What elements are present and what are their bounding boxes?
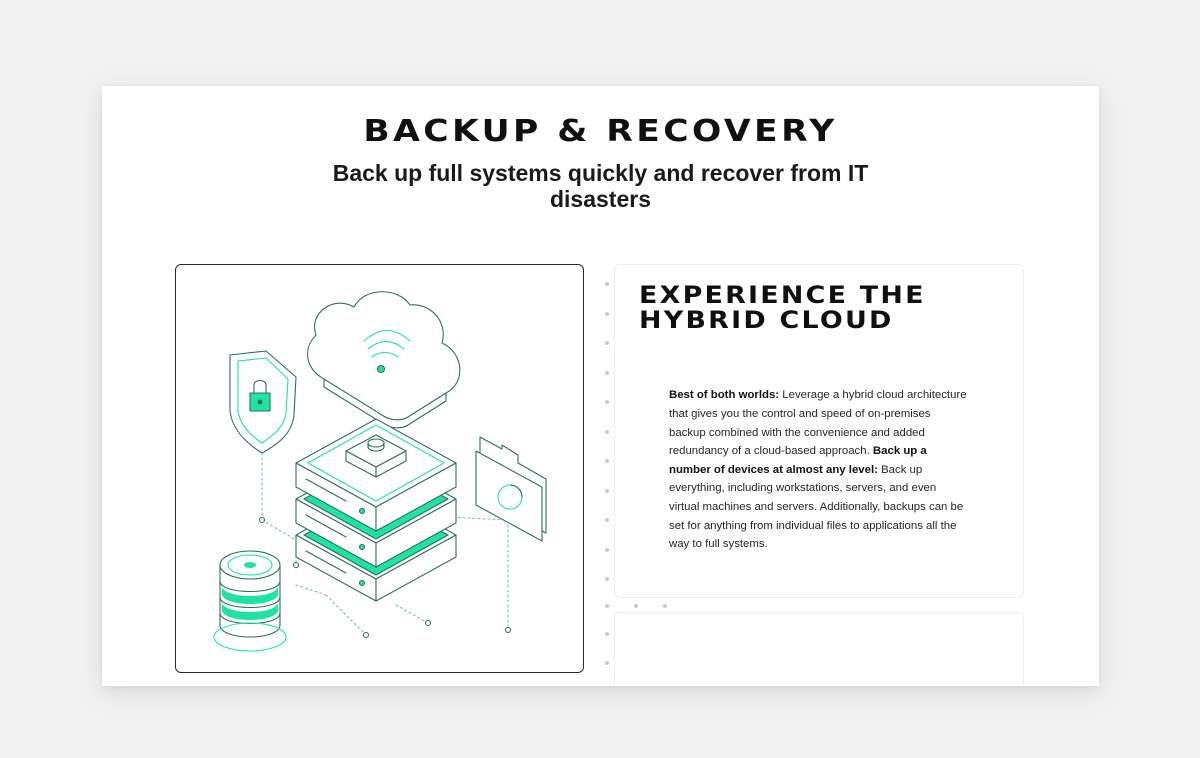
- rail-dot: [605, 632, 609, 636]
- server-stack-icon: [295, 418, 457, 602]
- rail-dot: [605, 282, 609, 286]
- rail-dot: [605, 371, 609, 375]
- rail-dot: [634, 604, 638, 608]
- next-card: [614, 612, 1024, 686]
- rail-dot: [605, 312, 609, 316]
- card-body: Best of both worlds: Leverage a hybrid c…: [669, 386, 969, 553]
- card-bold-lead-1: Best of both worlds:: [669, 389, 780, 402]
- rail-dot: [605, 577, 609, 581]
- rail-dot: [605, 661, 609, 665]
- rail-dot: [605, 341, 609, 345]
- page-title: BACKUP & RECOVERY: [363, 114, 838, 149]
- page-subtitle: Back up full systems quickly and recover…: [102, 160, 1099, 212]
- backup-illustration: [213, 291, 547, 652]
- hybrid-cloud-card: EXPERIENCE THE HYBRID CLOUD Best of both…: [614, 264, 1024, 598]
- card-text-2: Back up everything, including workstatio…: [669, 463, 964, 551]
- card-title: EXPERIENCE THE HYBRID CLOUD: [639, 283, 926, 333]
- rail-dot: [605, 604, 609, 608]
- cloud-icon: [307, 291, 461, 429]
- database-icon: [213, 550, 287, 652]
- illustration-card: [175, 264, 584, 673]
- rail-dot: [605, 400, 609, 404]
- card-text-1: Leverage a hybrid cloud architecture tha…: [669, 389, 967, 458]
- shield-lock-icon: [229, 350, 297, 454]
- card-title-line-1: EXPERIENCE THE: [639, 281, 926, 309]
- subtitle-line-1: Back up full systems quickly and recover…: [332, 160, 869, 186]
- rail-dot: [663, 604, 667, 608]
- rail-dot: [605, 518, 609, 522]
- rail-dot: [605, 489, 609, 493]
- card-bold-lead-2: Back up a number of devices at almost an…: [669, 445, 927, 476]
- subtitle-line-2: disasters: [549, 186, 651, 212]
- folder-icon: [475, 436, 547, 542]
- rail-dot: [605, 430, 609, 434]
- rail-dot: [605, 459, 609, 463]
- page-section: BACKUP & RECOVERY Back up full systems q…: [102, 86, 1099, 686]
- card-title-line-2: HYBRID CLOUD: [639, 306, 894, 334]
- rail-dot: [605, 548, 609, 552]
